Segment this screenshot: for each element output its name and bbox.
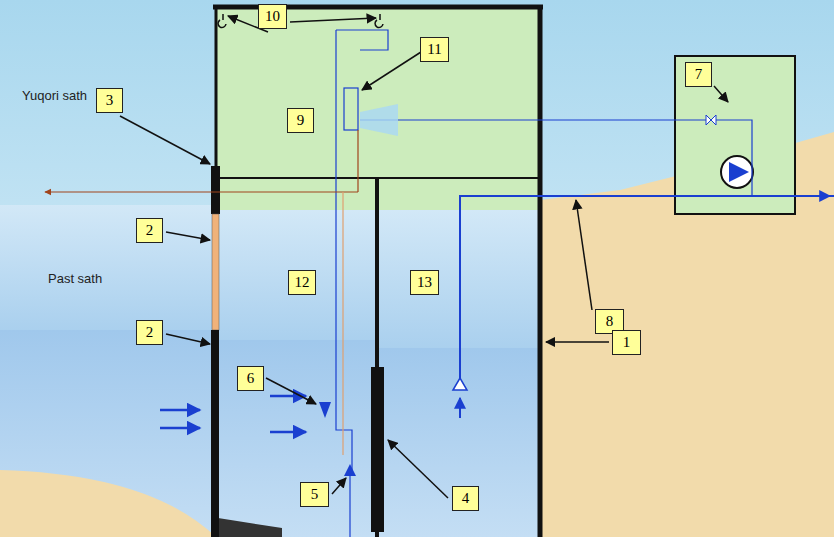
gate bbox=[211, 166, 220, 214]
callout-number: 3 bbox=[96, 88, 123, 113]
wash-pipe bbox=[360, 120, 752, 196]
drain-pipe bbox=[349, 476, 350, 537]
callout-number: 6 bbox=[237, 366, 264, 391]
callout-number: 2 bbox=[136, 218, 163, 243]
waste-pipe bbox=[357, 130, 358, 192]
silt bbox=[218, 518, 282, 537]
building bbox=[216, 6, 540, 537]
callout-number: 7 bbox=[685, 62, 712, 87]
pump bbox=[729, 162, 749, 182]
callout-text: 9 bbox=[297, 113, 305, 128]
screen bbox=[212, 214, 219, 330]
flow-arrow bbox=[459, 398, 461, 418]
waste-pipe bbox=[45, 191, 358, 192]
callout-text: 10 bbox=[265, 9, 280, 24]
pump bbox=[721, 156, 753, 188]
callout-number: 2 bbox=[136, 320, 163, 345]
spray bbox=[360, 104, 398, 136]
callout-text: 7 bbox=[695, 67, 703, 82]
river-upper bbox=[0, 205, 216, 330]
callout-text: 5 bbox=[311, 487, 319, 502]
callout-text: 3 bbox=[106, 93, 114, 108]
valve bbox=[706, 115, 716, 125]
callout-number: 10 bbox=[258, 4, 287, 29]
callout-number: 13 bbox=[410, 270, 439, 295]
nozzle bbox=[344, 88, 358, 130]
wall bbox=[538, 5, 543, 537]
level-label: Past sath bbox=[48, 271, 102, 286]
callout-number: 12 bbox=[288, 270, 316, 295]
riverbed bbox=[0, 470, 216, 537]
wash-pipe bbox=[336, 30, 388, 50]
leader-lines bbox=[120, 16, 728, 498]
callout-text: 6 bbox=[247, 371, 255, 386]
hook bbox=[218, 14, 226, 27]
callout-text: 12 bbox=[295, 275, 310, 290]
drain bbox=[344, 464, 356, 476]
callout-number: 4 bbox=[452, 486, 479, 511]
river-lower bbox=[0, 330, 216, 537]
callout-text: 2 bbox=[146, 223, 154, 238]
wall bbox=[211, 330, 219, 537]
callout-number: 1 bbox=[612, 330, 641, 355]
flow-arrows bbox=[160, 396, 306, 432]
callout-text: 13 bbox=[417, 275, 432, 290]
callout-text: 11 bbox=[427, 42, 441, 57]
screen-frame bbox=[336, 30, 352, 470]
callout-text: 8 bbox=[606, 314, 614, 329]
level-label: Yuqori sath bbox=[22, 88, 87, 103]
callout-number: 11 bbox=[420, 37, 449, 62]
callout-text: 4 bbox=[462, 491, 470, 506]
pump-house bbox=[675, 56, 795, 214]
pipe bbox=[460, 196, 834, 385]
callout-number: 9 bbox=[287, 108, 314, 133]
hook bbox=[375, 14, 383, 27]
stoplog bbox=[371, 367, 384, 532]
drum-screen bbox=[319, 402, 331, 418]
chamber-water bbox=[219, 210, 377, 340]
chamber-water bbox=[219, 340, 377, 537]
suction-bell bbox=[453, 378, 467, 390]
callout-number: 5 bbox=[300, 482, 329, 507]
callout-text: 2 bbox=[146, 325, 154, 340]
callout-text: 1 bbox=[623, 335, 631, 350]
flow-arrow bbox=[800, 195, 830, 197]
waste-pipe bbox=[342, 192, 343, 455]
